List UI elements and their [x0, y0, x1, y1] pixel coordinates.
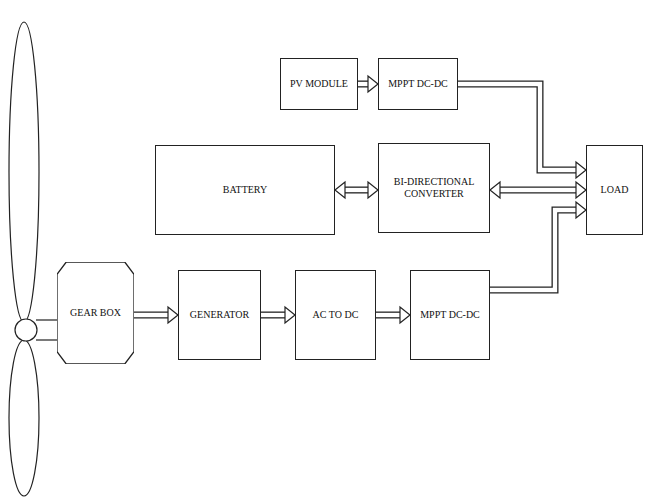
arrow-head: [576, 202, 586, 218]
arrow-head: [168, 307, 178, 323]
turbine-hub: [15, 319, 37, 341]
arrow-body: [490, 210, 576, 290]
arrow-outline: [490, 210, 576, 290]
node-label: BI-DIRECTIONAL CONVERTER: [384, 176, 484, 201]
arrow-head: [576, 182, 586, 198]
power-flow-arrow: [261, 307, 295, 323]
converter-box: MPPT DC-DC: [378, 58, 458, 110]
arrow-outline: [134, 312, 168, 319]
power-flow-arrow: [490, 202, 586, 290]
arrow-head: [335, 182, 345, 198]
arrow-head: [368, 76, 378, 92]
turbine-blade: [9, 22, 39, 322]
arrow-body: [376, 313, 400, 317]
node-label: GENERATOR: [190, 309, 249, 322]
node-label: GEAR BOX: [70, 307, 121, 320]
arrow-head: [368, 182, 378, 198]
arrow-body: [358, 82, 368, 86]
arrow-outline: [376, 312, 400, 319]
node-label: PV MODULE: [290, 78, 348, 91]
gearbox-shape: GEAR BOX: [57, 262, 134, 364]
power-flow-arrow: [490, 182, 586, 198]
generator-box: GENERATOR: [178, 270, 261, 360]
gearbox-outline: [57, 262, 134, 364]
node-label: MPPT DC-DC: [420, 309, 480, 322]
arrow-head: [490, 182, 500, 198]
arrow-body: [134, 313, 168, 317]
arrow-head: [576, 162, 586, 178]
power-flow-arrow: [134, 307, 178, 323]
arrow-head: [285, 307, 295, 323]
power-flow-arrow: [358, 76, 378, 92]
arrow-body: [345, 188, 368, 192]
converter-box: BI-DIRECTIONAL CONVERTER: [378, 143, 490, 233]
node-label: BATTERY: [223, 184, 267, 197]
node-label: LOAD: [601, 184, 629, 197]
arrow-outline: [261, 312, 285, 319]
power-flow-arrow: [376, 307, 410, 323]
arrow-outline: [358, 81, 368, 88]
power-flow-arrow: [335, 182, 378, 198]
turbine-blade: [9, 340, 39, 496]
pv-module-box: PV MODULE: [280, 58, 358, 110]
arrow-body: [500, 188, 576, 192]
arrow-body: [261, 313, 285, 317]
arrow-outline: [345, 187, 368, 194]
battery-box: BATTERY: [155, 145, 335, 235]
arrow-head: [400, 307, 410, 323]
load-box: LOAD: [586, 145, 643, 235]
converter-box: MPPT DC-DC: [410, 270, 490, 360]
node-label: AC TO DC: [313, 309, 359, 322]
arrow-outline: [500, 187, 576, 194]
node-label: MPPT DC-DC: [388, 78, 448, 91]
rectifier-box: AC TO DC: [295, 270, 376, 360]
